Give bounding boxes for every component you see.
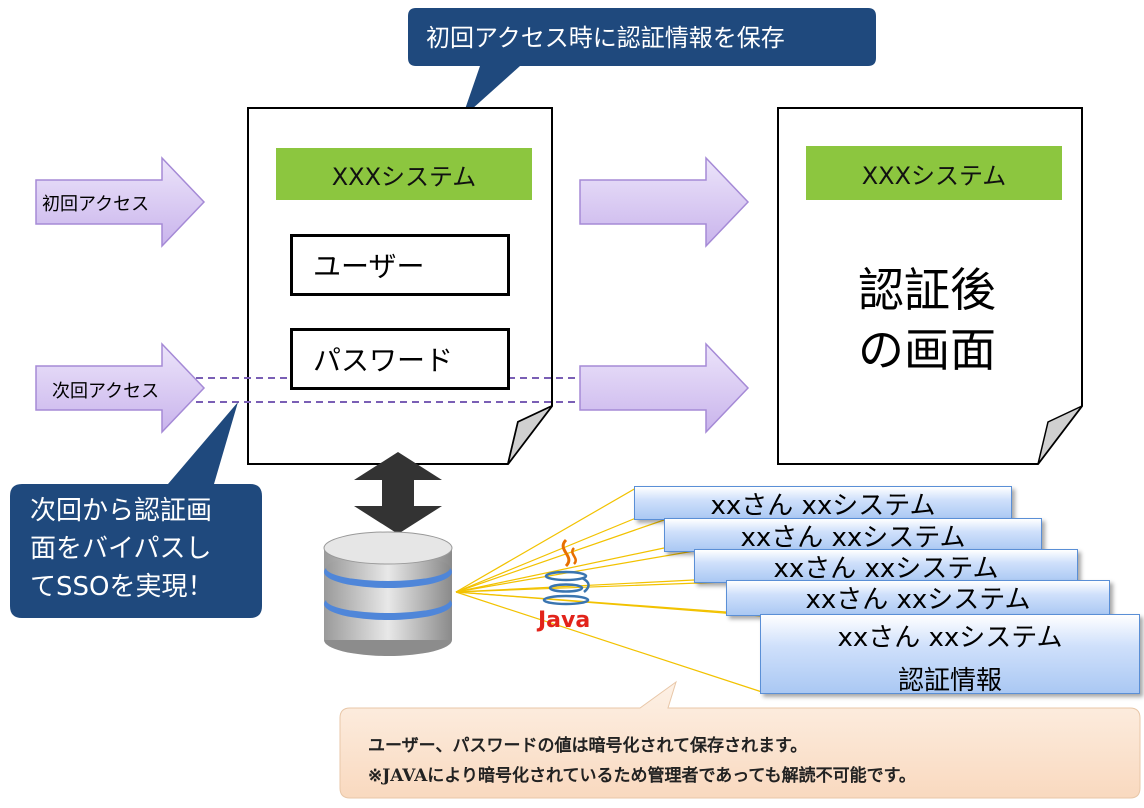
credential-card-text: xxさん xxシステム xyxy=(805,585,1031,615)
note-callout-shape xyxy=(339,680,1141,799)
sso-callout-line1: 次回から認証画 xyxy=(30,496,213,526)
database-icon xyxy=(323,531,453,656)
credential-card: xxさん xxシステム xyxy=(664,518,1042,553)
first-access-arrow xyxy=(35,156,206,248)
java-logo-icon xyxy=(542,538,590,606)
sso-callout-line2: 面をバイパスし xyxy=(30,534,212,564)
user-field: ユーザー xyxy=(290,234,510,296)
credential-card-text: xxさん xxシステム xyxy=(773,554,999,584)
first-access-label: 初回アクセス xyxy=(42,194,150,215)
sso-callout-line3: てSSOを実現！ xyxy=(30,572,214,602)
credential-card-text: xxさん xxシステム xyxy=(740,523,966,553)
top-callout-label: 初回アクセス時に認証情報を保存 xyxy=(426,24,785,52)
credential-card-subtext: 認証情報 xyxy=(897,666,1002,696)
note-line2: ※JAVAにより暗号化されているため管理者であっても解読不可能です。 xyxy=(368,766,916,786)
result-body-line2: の画面 xyxy=(858,323,996,377)
sso-callout-shape xyxy=(10,402,262,618)
page-transition-arrow-bottom xyxy=(579,342,750,434)
credential-card: xxさん xxシステム 認証情報 xyxy=(760,614,1140,696)
result-body-line1: 認証後 xyxy=(858,263,996,317)
credential-card: xxさん xxシステム xyxy=(694,549,1078,584)
next-access-label: 次回アクセス xyxy=(52,381,160,402)
login-system-title: XXXシステム xyxy=(276,148,532,200)
password-field: パスワード xyxy=(290,328,510,390)
credential-card: xxさん xxシステム xyxy=(726,580,1110,616)
java-label: Java xyxy=(538,608,591,633)
sync-double-arrow xyxy=(354,452,442,534)
result-system-title: XXXシステム xyxy=(806,146,1062,200)
top-callout-shape xyxy=(408,8,876,118)
page-transition-arrow-top xyxy=(579,156,750,248)
note-line1: ユーザー、パスワードの値は暗号化されて保存されます。 xyxy=(368,736,808,756)
credential-card-text: xxさん xxシステム xyxy=(710,491,936,521)
credential-card-text: xxさん xxシステム xyxy=(837,623,1063,653)
credential-card: xxさん xxシステム xyxy=(634,486,1012,521)
next-access-arrow xyxy=(35,342,206,434)
